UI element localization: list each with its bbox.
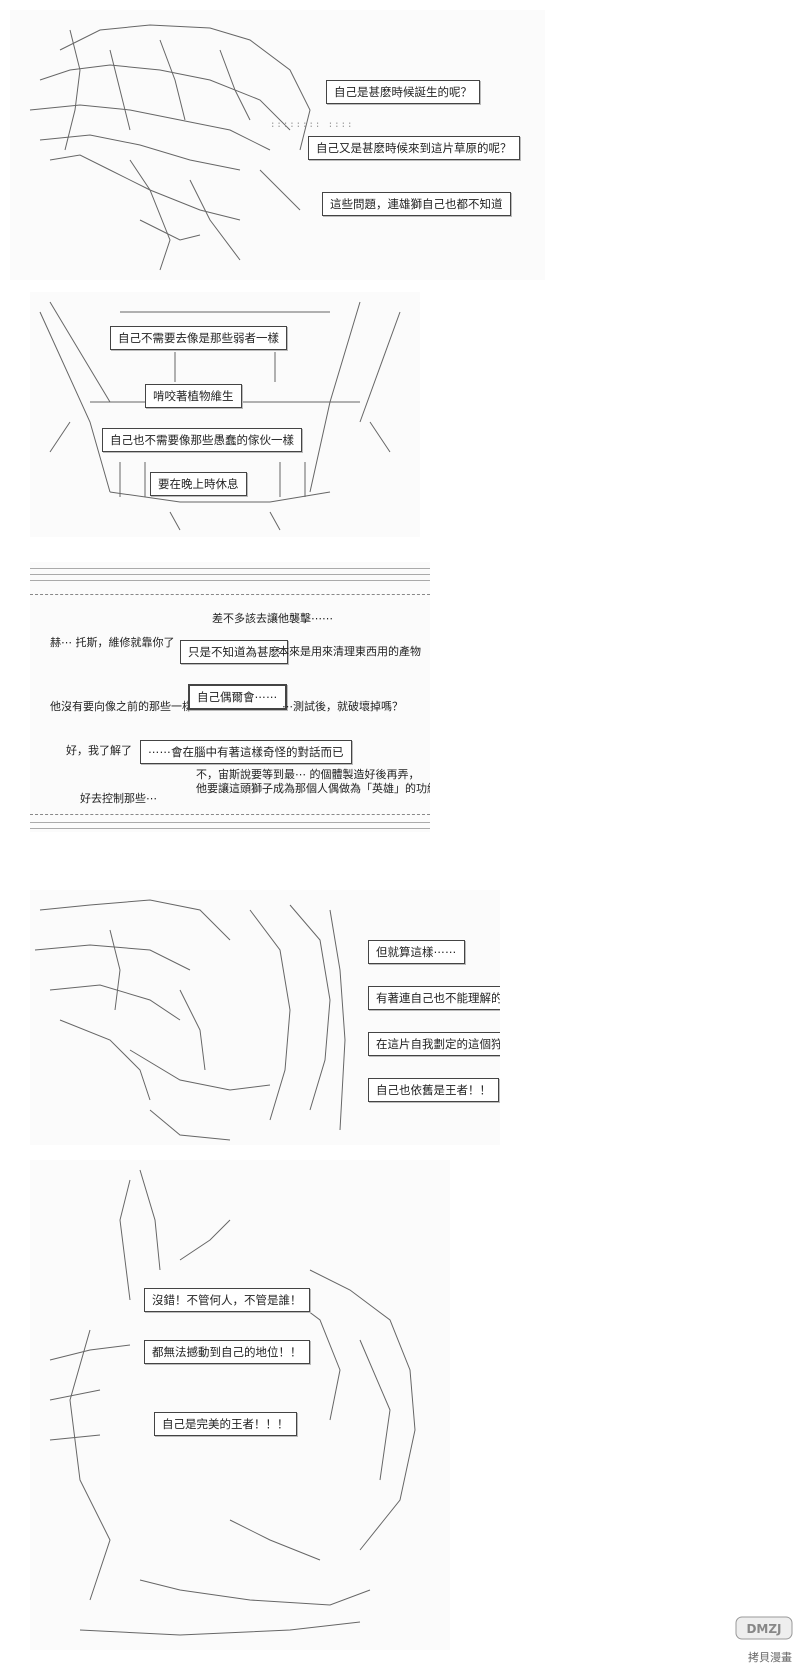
speech-bubble: 但就算這樣⋯⋯ — [368, 940, 465, 964]
lion-throne-ascii-art — [49, 1169, 416, 1636]
speech-bubble: 自己也依舊是王者！！ — [368, 1078, 499, 1102]
speech-bubble: 要在晚上時休息 — [150, 472, 247, 496]
divider-line — [30, 580, 430, 581]
watermark-label: 拷貝漫畫 — [748, 1651, 792, 1664]
panel-5: 沒錯！不管何人，不管是誰！ 都無法撼動到自己的地位！！ 自己是完美的王者！！！ — [30, 1160, 450, 1650]
divider-line — [30, 594, 430, 595]
divider-line — [30, 814, 430, 815]
dialogue-line: 差不多該去讓他襲擊⋯⋯ — [212, 612, 333, 625]
dialogue-line: 他要讓這頭獅子成為那個人偶做為「英雄」的功績 — [196, 782, 430, 795]
speech-bubble: 自己又是甚麽時候來到這片草原的呢？ — [308, 136, 520, 160]
lion-profile-ascii-art — [34, 899, 346, 1141]
speech-bubble: 自己不需要去像是那些弱者一樣 — [110, 326, 287, 350]
speech-bubble: ⋯⋯會在腦中有著這樣奇怪的對話而已 — [140, 740, 352, 764]
dialogue-line: 好去控制那些⋯ — [80, 792, 157, 805]
speech-bubble: 都無法撼動到自己的地位！！ — [144, 1340, 310, 1364]
dialogue-line: 不，宙斯說要等到最⋯ 的個體製造好後再弄， — [196, 768, 420, 781]
panel-1: :::::::: :::: 自己是甚麽時候誕生的呢？ 自己又是甚麽時候來到這片草… — [10, 10, 545, 280]
divider-line — [30, 828, 430, 829]
panel-3: 差不多該去讓他襲擊⋯⋯ 赫⋯ 托斯，維修就靠你了 只是不知道為甚麽 本來是用來清… — [30, 562, 430, 832]
dialogue-line: 好，我了解了 — [66, 744, 132, 757]
divider-line — [30, 574, 430, 575]
speech-bubble: 自己是完美的王者！！！ — [154, 1412, 297, 1436]
dialogue-line: 赫⋯ 托斯，維修就靠你了 — [50, 636, 175, 649]
svg-text:DMZJ: DMZJ — [746, 1622, 781, 1636]
dialogue-line: 本來是用來清理東西用的產物 — [278, 645, 421, 658]
speech-bubble: 啃咬著植物維生 — [145, 384, 242, 408]
panel-2: 自己不需要去像是那些弱者一樣 啃咬著植物維生 自己也不需要像那些愚蠢的傢伙一樣 … — [30, 292, 420, 537]
divider-line — [30, 568, 430, 569]
speech-bubble: 自己偶爾會⋯⋯ — [188, 684, 287, 710]
ascii-texture: :::::::: :::: — [270, 120, 354, 130]
speech-bubble: 只是不知道為甚麽 — [180, 640, 288, 664]
speech-bubble: 自己也不需要像那些愚蠢的傢伙一樣 — [102, 428, 302, 452]
panel-4: 但就算這樣⋯⋯ 有著連自己也不能理解的問題在⋯⋯ 在這片自我劃定的這個狩獵場內⋯… — [30, 890, 500, 1145]
lion-ascii-art — [29, 24, 311, 271]
speech-bubble: 沒錯！不管何人，不管是誰！ — [144, 1288, 310, 1312]
divider-line — [30, 822, 430, 823]
dialogue-line: 他沒有要向像之前的那些一樣 — [50, 700, 193, 713]
speech-bubble: 這些問題，連雄獅自己也都不知道 — [322, 192, 511, 216]
speech-bubble: 在這片自我劃定的這個狩獵場內⋯⋯ — [368, 1032, 500, 1056]
watermark-logo: DMZJ — [735, 1616, 793, 1640]
speech-bubble: 有著連自己也不能理解的問題在⋯⋯ — [368, 986, 500, 1010]
speech-bubble: 自己是甚麽時候誕生的呢？ — [326, 80, 480, 104]
dialogue-line: ⋯測試後，就破壞掉嗎？ — [282, 700, 403, 713]
